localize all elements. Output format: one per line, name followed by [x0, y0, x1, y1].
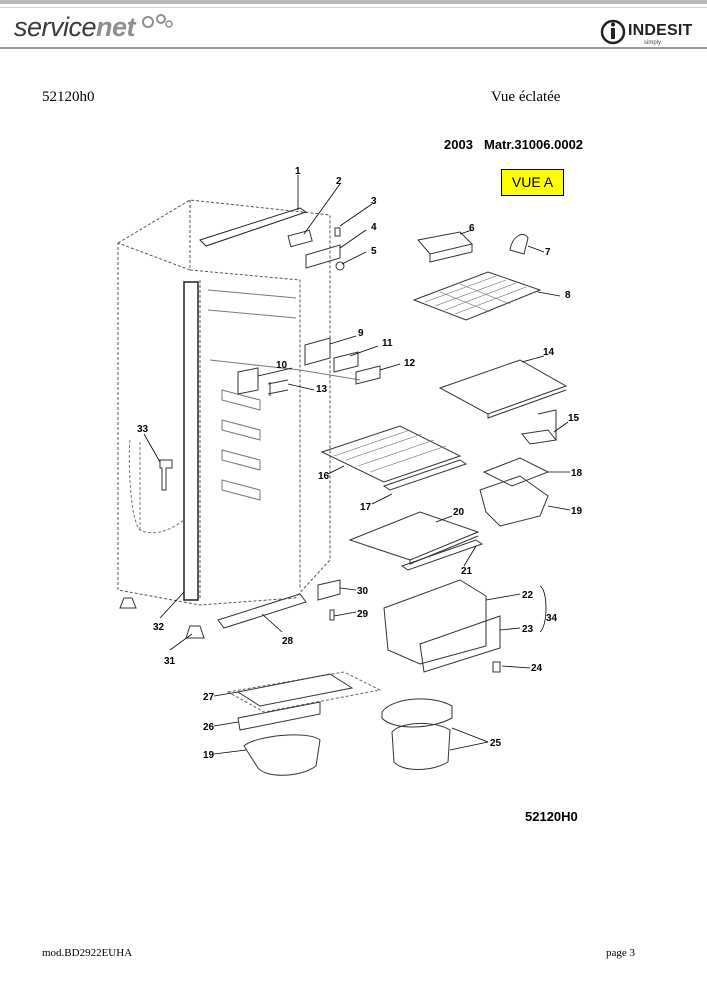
servicenet-logo: servicenet: [14, 12, 136, 43]
callout-22: 22: [522, 590, 534, 601]
door-gasket: [183, 281, 199, 601]
header-top-line: [0, 0, 707, 4]
callout-1: 1: [295, 166, 301, 177]
callout-19-freezer: 19: [203, 750, 215, 761]
callout-13: 13: [316, 384, 328, 395]
callout-10: 10: [276, 360, 288, 371]
part-27-glass-shelf: [236, 673, 354, 707]
part-22-drawer-body: [383, 579, 487, 665]
indesit-tagline: simply: [644, 40, 662, 46]
callout-3: 3: [371, 196, 377, 207]
door-outline: [128, 439, 185, 534]
document-code: 52120h0: [42, 89, 95, 105]
callout-11: 11: [382, 338, 393, 349]
header-top-line-thin: [0, 7, 707, 8]
callout-16: 16: [318, 471, 330, 482]
callout-24: 24: [531, 663, 543, 674]
part-5-bushing: [335, 261, 345, 271]
part-20-glass-shelf: [348, 511, 480, 565]
callout-28: 28: [282, 636, 294, 647]
part-4-hinge: [305, 244, 341, 269]
part-6-ice-tray: [417, 231, 473, 263]
callout-30: 30: [357, 586, 369, 597]
indesit-mark-icon: [600, 19, 626, 45]
callout-33: 33: [137, 424, 149, 435]
callout-31: 31: [164, 656, 176, 667]
part-29-screw: [329, 609, 335, 621]
part-31-foot-b: [185, 625, 205, 639]
indesit-logo: INDESIT simply: [600, 19, 692, 50]
logo-net-text: net: [96, 12, 136, 42]
gears-icon: [142, 14, 173, 28]
callout-4: 4: [371, 222, 377, 233]
part-28-rail: [217, 593, 307, 629]
footer-page-number: page 3: [606, 947, 636, 959]
callout-34: 34: [546, 613, 558, 624]
part-17-profile: [382, 459, 468, 491]
part-31-foot: [119, 597, 137, 609]
callout-29: 29: [357, 609, 369, 620]
part-3-screw: [334, 227, 341, 237]
view-badge: VUE A: [501, 169, 564, 196]
callout-19-crisper: 19: [571, 506, 583, 517]
callout-6: 6: [469, 223, 475, 234]
part-8-wire-shelf: [412, 271, 542, 321]
callout-5: 5: [371, 246, 377, 257]
part-7-knob: [509, 234, 529, 255]
callout-2: 2: [336, 176, 342, 187]
part-15-holder: [521, 409, 557, 445]
logo-service-text: service: [14, 12, 97, 42]
part-26-cover: [237, 701, 321, 731]
part-9-bracket: [304, 337, 331, 366]
footer-model: mod.BD2922EUHA: [42, 947, 133, 959]
indesit-brand: INDESIT: [628, 22, 693, 39]
callout-9: 9: [358, 328, 364, 339]
part-12-clip: [355, 365, 381, 385]
part-24-clip: [492, 661, 501, 673]
part-19-crisper-bin: [479, 475, 549, 527]
header-divider: [0, 47, 707, 49]
part-16-wire-shelf: [320, 425, 462, 483]
callout-32: 32: [153, 622, 165, 633]
part-11-bracket: [333, 351, 359, 373]
part-18-crisper-cover: [482, 457, 550, 487]
diagram-part-code: 52120H0: [525, 809, 578, 824]
part-10-bracket: [237, 367, 259, 395]
callout-8: 8: [565, 290, 571, 301]
freezer-compartment: [226, 671, 382, 713]
fridge-cabinet: [117, 199, 331, 606]
callout-12: 12: [404, 358, 416, 369]
part-14-glass-shelf: [438, 359, 568, 419]
document-title: Vue éclatée: [491, 89, 561, 105]
part-25-container-lid: [381, 698, 453, 728]
cabinet-internals: [207, 289, 361, 501]
callout-27: 27: [203, 692, 215, 703]
part-13-pin: [267, 379, 289, 396]
callout-20: 20: [453, 507, 465, 518]
callout-18: 18: [571, 468, 583, 479]
part-top-cover: [199, 207, 308, 247]
callout-23: 23: [522, 624, 534, 635]
year-label: 2003: [444, 137, 473, 152]
callout-17: 17: [360, 502, 372, 513]
part-25-container-box: [391, 722, 451, 770]
exploded-view-diagram: 1 2 3 4 5 6 7 8 9 10 11 12 13 14 15 16 1…: [117, 166, 583, 776]
callout-21: 21: [461, 566, 473, 577]
callout-7: 7: [545, 247, 551, 258]
leader-lines: [143, 175, 571, 755]
part-19-freezer-bin: [243, 734, 321, 776]
part-33-thermostat: [159, 459, 173, 491]
callout-14: 14: [543, 347, 555, 358]
callout-15: 15: [568, 413, 580, 424]
part-21-profile: [400, 539, 484, 571]
callout-25: 25: [490, 738, 502, 749]
callout-26: 26: [203, 722, 215, 733]
part-30-bracket: [317, 579, 341, 601]
part-23-drawer-front: [419, 615, 501, 673]
serial-number: Matr.31006.0002: [484, 137, 584, 152]
part-2-cap: [287, 229, 313, 248]
